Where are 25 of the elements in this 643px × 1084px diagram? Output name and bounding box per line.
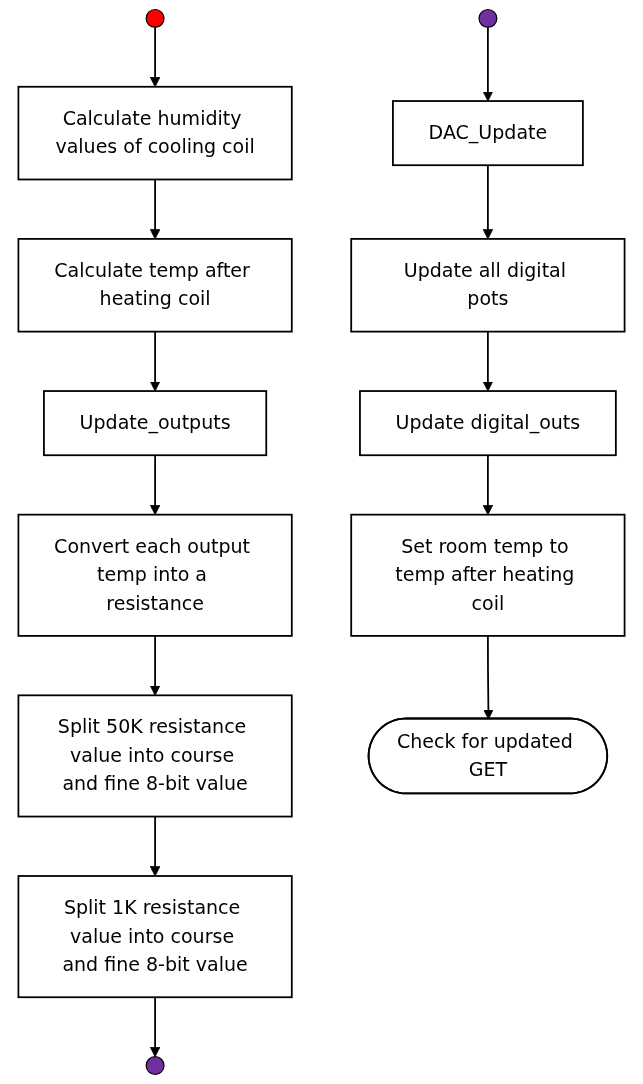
arrow [482,164,494,240]
node-box: Calculate humidity values of cooling coil [17,85,293,181]
node-box: Convert each output temp into a resistance [17,513,293,637]
arrow [149,815,161,877]
node-box: Split 1K resistance value into course and fine 8-bit value [17,875,293,999]
arrow [149,454,161,516]
arrow [149,635,161,696]
node-circle [145,8,165,28]
node-circle [145,1056,165,1076]
arrow [482,454,494,516]
node-box: Calculate temp after heating coil [17,238,293,333]
arrow [149,178,161,240]
node-box: Update all digital pots [350,238,626,333]
arrow [149,330,161,392]
arrow [482,330,494,392]
arrow [483,635,494,720]
node-box: Split 50K resistance value into course and fine 8-bit value [17,694,293,818]
arrow [149,996,161,1058]
node-box: Set room temp to temp after heating coil [350,513,626,637]
arrow [482,26,494,102]
node-box: DAC_Update [392,100,584,167]
arrow [149,26,161,88]
node-box: Update digital_outs [359,390,617,457]
node-box: Update_outputs [43,390,268,457]
node-circle [478,8,498,28]
